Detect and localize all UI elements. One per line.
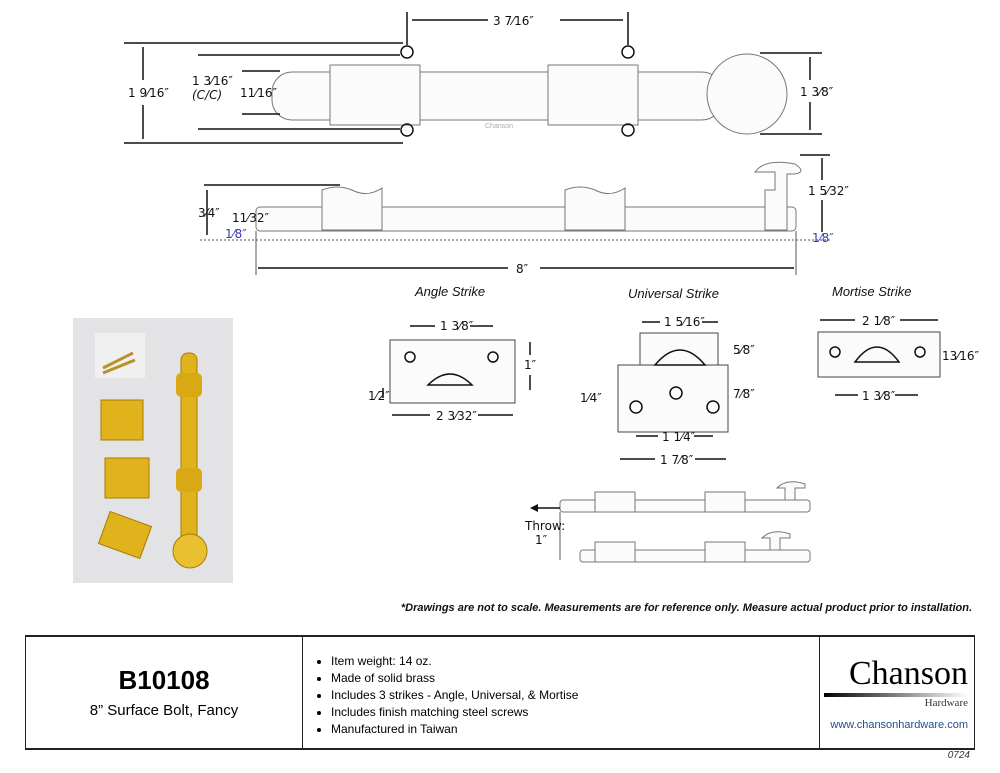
universal-hole-cc: 1 1⁄4″: [662, 430, 696, 444]
disclaimer: *Drawings are not to scale. Measurements…: [400, 602, 972, 614]
watermark: Chanson: [485, 123, 513, 130]
feature-item: Item weight: 14 oz.: [331, 653, 819, 670]
dim-overall-height: 1 9⁄16″: [128, 86, 169, 100]
feature-item: Manufactured in Taiwan: [331, 721, 819, 738]
feature-item: Includes 3 strikes - Angle, Universal, &…: [331, 687, 819, 704]
dim-span-cc: 3 7⁄16″: [493, 14, 534, 28]
angle-width: 2 3⁄32″: [436, 409, 477, 423]
throw-label: Throw:: [524, 519, 565, 533]
universal-width: 1 7⁄8″: [660, 453, 694, 467]
dim-bar-height: 11⁄32″: [232, 211, 270, 225]
dim-right-offset: 1⁄8″: [812, 231, 834, 245]
product-info-table: B10108 8” Surface Bolt, Fancy Item weigh…: [25, 635, 975, 750]
brass-bolt-image: [95, 333, 208, 569]
brand-logo: Chanson: [849, 655, 968, 692]
throw-drawing: Throw: 1″: [524, 481, 811, 563]
dim-screw-cc: 1 3⁄16″: [192, 74, 233, 88]
universal-strike-drawing: Universal Strike 1 5⁄16″ 5⁄8″ 7⁄8″ 1⁄4″ …: [580, 286, 755, 467]
brand-sub: Hardware: [924, 697, 968, 709]
product-photo: [73, 318, 233, 583]
mortise-strike-drawing: Mortise Strike 2 1⁄8″ 13⁄16″ 1 3⁄8″: [817, 284, 980, 403]
universal-body-height: 7⁄8″: [733, 387, 755, 401]
feature-item: Made of solid brass: [331, 670, 819, 687]
dim-bar-dia: 11⁄16″: [240, 86, 278, 100]
dim-side-height: 3⁄4″: [198, 206, 220, 220]
angle-hole-cc: 1 3⁄8″: [440, 319, 474, 333]
angle-lip: 1⁄2″: [368, 389, 390, 403]
dim-length: 8″: [516, 262, 529, 276]
mortise-hole-cc: 1 3⁄8″: [862, 389, 896, 403]
doc-code: 0724: [947, 750, 970, 761]
brand-cell: Chanson Hardware www.chansonhardware.com: [820, 637, 975, 748]
top-view: Chanson 3 7⁄16″ 1 9⁄16″ 1 3⁄16″ (C/C) 11…: [124, 12, 834, 144]
product-description: 8” Surface Bolt, Fancy: [89, 702, 239, 719]
dim-knob-height: 1 5⁄32″: [808, 184, 849, 198]
dim-cc-note: (C/C): [192, 88, 222, 102]
product-sku: B10108: [118, 665, 210, 695]
side-view: 3⁄4″ 11⁄32″ 1⁄8″ 1 5⁄32″ 1⁄8″ 8″: [198, 154, 849, 276]
brand-url-link[interactable]: www.chansonhardware.com: [830, 719, 968, 731]
universal-top-width: 1 5⁄16″: [664, 315, 705, 329]
dim-base-offset: 1⁄8″: [225, 227, 247, 241]
angle-strike-title: Angle Strike: [414, 284, 485, 299]
dim-knob-dia: 1 3⁄8″: [800, 85, 834, 99]
product-cell: B10108 8” Surface Bolt, Fancy: [25, 637, 303, 748]
mortise-strike-title: Mortise Strike: [832, 284, 911, 299]
features-list: Item weight: 14 oz. Made of solid brass …: [317, 653, 819, 738]
angle-strike-drawing: Angle Strike 1 3⁄8″ 1″ 1⁄2″ 2 3⁄32″: [368, 284, 537, 423]
universal-strike-title: Universal Strike: [628, 286, 719, 301]
throw-value: 1″: [535, 533, 548, 547]
logo-bar: [824, 693, 968, 697]
features-cell: Item weight: 14 oz. Made of solid brass …: [303, 637, 820, 748]
mortise-height: 13⁄16″: [942, 349, 980, 363]
feature-item: Includes finish matching steel screws: [331, 704, 819, 721]
universal-hole-offset: 1⁄4″: [580, 391, 602, 405]
angle-height: 1″: [524, 358, 537, 372]
mortise-width: 2 1⁄8″: [862, 314, 896, 328]
universal-top-height: 5⁄8″: [733, 343, 755, 357]
